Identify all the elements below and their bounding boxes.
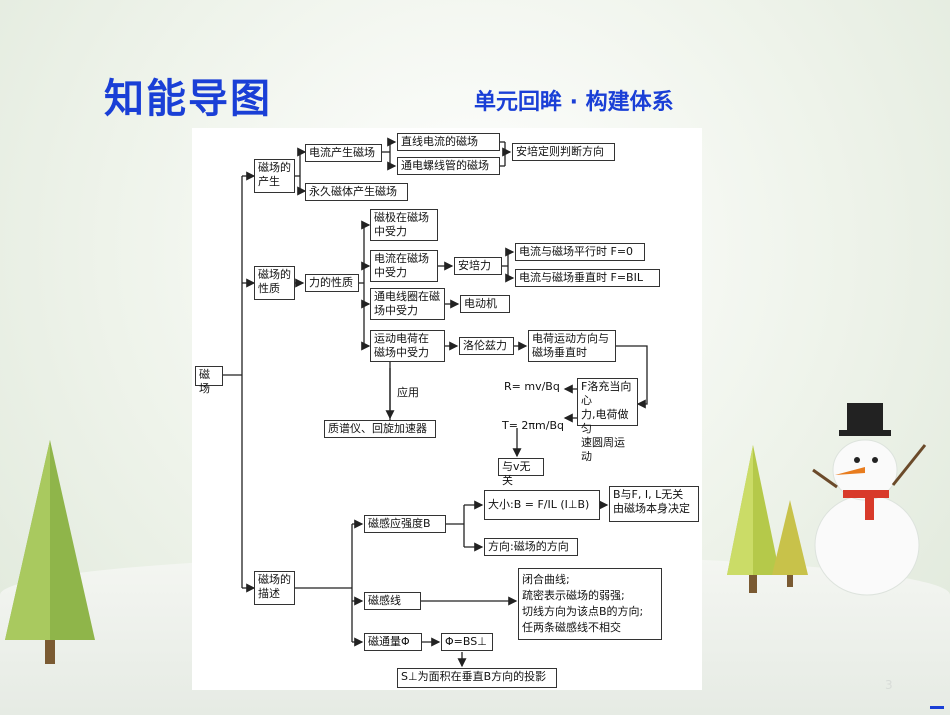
node-coil-force: 通电线圈在磁 场中受力 <box>370 288 445 320</box>
node-solenoid: 通电螺线管的磁场 <box>397 157 500 175</box>
node-current-field: 电流产生磁场 <box>305 144 382 162</box>
left-tree-icon <box>5 440 95 664</box>
node-field-line-props: 闭合曲线; 疏密表示磁场的弱强; 切线方向为该点B的方向; 任两条磁感线不相交 <box>518 568 662 640</box>
node-direction: 方向:磁场的方向 <box>484 538 578 556</box>
right-tree-icon <box>727 445 780 593</box>
connector-lines <box>222 137 648 668</box>
node-parallel: 电流与磁场平行时 F=0 <box>515 243 645 261</box>
node-generation: 磁场的 产生 <box>254 159 295 193</box>
node-flux: 磁通量Φ <box>364 633 422 651</box>
node-devices: 质谱仪、回旋加速器 <box>324 420 436 438</box>
node-force-property: 力的性质 <box>305 274 359 292</box>
corner-accent <box>930 706 944 709</box>
node-permanent-magnet: 永久磁体产生磁场 <box>305 183 408 201</box>
small-tree-icon <box>772 500 808 587</box>
node-field-lines: 磁感线 <box>364 592 421 610</box>
formula-period: T= 2πm/Bq <box>502 419 565 432</box>
node-intensity: 磁感应强度B <box>364 515 446 533</box>
node-perpendicular: 电流与磁场垂直时 F=BIL <box>515 269 660 287</box>
mind-map-panel: 磁场 磁场的 产生 电流产生磁场 直线电流的磁场 通电螺线管的磁场 安培定则判断… <box>192 128 702 690</box>
node-magnitude: 大小:B = F/IL (I⊥B) <box>484 490 600 520</box>
node-pole-force: 磁极在磁场 中受力 <box>370 209 438 241</box>
node-properties: 磁场的 性质 <box>254 266 295 300</box>
node-charge-direction: 电荷运动方向与 磁场垂直时 <box>528 330 616 362</box>
page-title: 知能导图 <box>104 76 272 122</box>
label-application: 应用 <box>397 386 419 399</box>
formula-radius: R= mv/Bq <box>504 380 560 393</box>
node-lorentz: 洛伦兹力 <box>459 337 514 355</box>
node-motor: 电动机 <box>460 295 510 313</box>
node-magnitude-note: B与F, I, L无关 由磁场本身决定 <box>609 486 699 522</box>
node-independent-v: 与v无关 <box>498 458 544 487</box>
node-current-force: 电流在磁场 中受力 <box>370 250 438 282</box>
node-description: 磁场的 描述 <box>254 571 295 605</box>
node-ampere-force: 安培力 <box>454 257 502 275</box>
node-charge-force: 运动电荷在 磁场中受力 <box>370 330 445 362</box>
page-subtitle: 单元回眸 · 构建体系 <box>474 90 674 115</box>
node-root: 磁场 <box>195 366 223 395</box>
node-ampere-rule: 安培定则判断方向 <box>512 143 615 161</box>
node-straight-current: 直线电流的磁场 <box>397 133 500 151</box>
node-flux-formula: Φ=BS⊥ <box>441 633 493 651</box>
page-number: 3 <box>885 678 893 692</box>
node-circular-motion: F洛充当向心 力,电荷做匀 速圆周运动 <box>577 378 638 463</box>
snowman-icon <box>812 403 927 596</box>
node-projection: S⊥为面积在垂直B方向的投影 <box>397 668 557 688</box>
